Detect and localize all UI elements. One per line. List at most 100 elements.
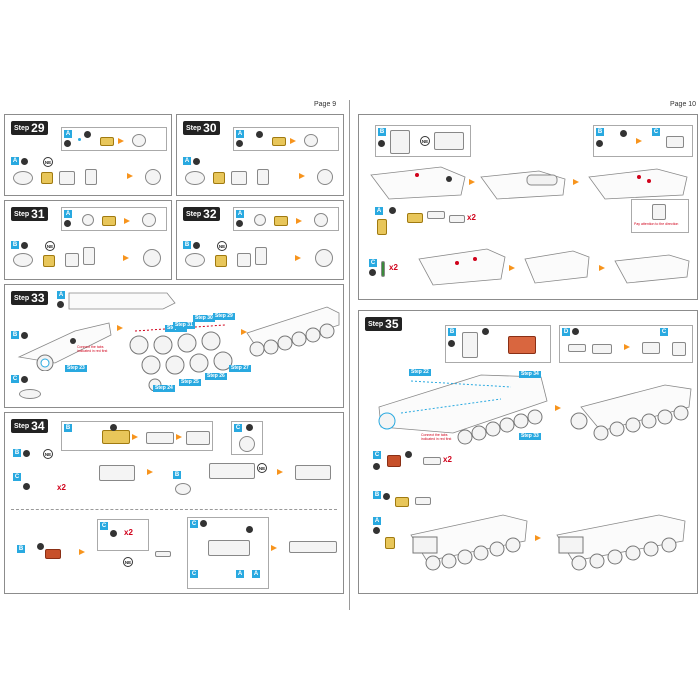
label-d: D	[562, 328, 570, 336]
part-icon	[21, 158, 28, 165]
tube-assembly	[99, 465, 135, 481]
step-34-subassembly-c: C	[231, 421, 263, 455]
tube-part	[146, 432, 174, 444]
red-part	[387, 455, 401, 467]
hull-assembly-exploded	[378, 374, 548, 445]
arrow-icon	[241, 329, 247, 335]
ne-marker: NE	[43, 449, 53, 459]
hull-rear-drawing	[370, 166, 466, 200]
hull-complete-wheels	[570, 384, 692, 441]
label-b: B	[11, 241, 19, 249]
hull-rear-step2	[480, 170, 566, 200]
arrow-icon	[555, 405, 561, 411]
arrow-icon	[127, 173, 133, 179]
page-number-left: Page 9	[314, 101, 337, 108]
wheel-assembly	[315, 249, 333, 267]
arrow-icon	[624, 344, 630, 350]
plate-part	[462, 332, 478, 358]
hull-step-c	[614, 254, 690, 284]
step-34-subassembly-c2: C x2	[97, 519, 149, 551]
label-b: B	[13, 449, 21, 457]
assembled-part	[142, 213, 156, 227]
label-a: A	[236, 130, 244, 138]
arrow-icon	[296, 218, 302, 224]
arrow-icon	[509, 265, 515, 271]
hook-part	[652, 204, 666, 220]
chain-part	[568, 344, 586, 352]
label-c: C	[13, 473, 21, 481]
connector-dot	[78, 138, 81, 141]
tube-assembly	[209, 463, 255, 479]
step-ref: Step 23	[65, 365, 87, 372]
hull-detail-drawing	[418, 248, 506, 286]
subassembly-b-right: B C	[593, 125, 693, 157]
pin-part	[427, 211, 445, 219]
arrow-icon	[117, 325, 123, 331]
part-icon	[23, 450, 30, 457]
sprocket-part	[672, 342, 686, 356]
wheel-part	[237, 253, 251, 267]
arrow-icon	[636, 138, 642, 144]
wheel-part	[231, 171, 247, 185]
label-b: B	[378, 128, 386, 136]
quantity-x2: x2	[443, 455, 452, 464]
roller-part	[13, 253, 33, 267]
label-a: A	[236, 570, 244, 578]
gold-part	[274, 216, 288, 226]
arrow-icon	[295, 255, 301, 261]
label-b: B	[173, 471, 181, 479]
pin-part	[423, 457, 441, 465]
part-icon	[84, 131, 91, 138]
part-icon	[378, 140, 385, 147]
part-icon	[620, 130, 627, 137]
red-tab-note: Connect the tabs indicated in red first	[77, 345, 108, 353]
arrow-icon	[299, 173, 305, 179]
step-ref: Step 26	[205, 373, 227, 380]
part-icon	[37, 543, 44, 550]
label-a: A	[57, 291, 65, 299]
assembled-part	[132, 134, 146, 147]
hull-final-exploded	[410, 514, 528, 571]
hull-assembly-drawing	[17, 322, 112, 371]
arrow-icon	[79, 549, 85, 555]
part-icon	[200, 520, 207, 527]
label-a: A	[183, 157, 191, 165]
wheel-assembly	[143, 249, 161, 267]
part-icon	[482, 328, 489, 335]
chain-part	[592, 344, 612, 354]
label-a: A	[373, 517, 381, 525]
chain-part	[642, 342, 660, 354]
arrow-icon	[535, 535, 541, 541]
direction-callout: Pay attention to the direction	[631, 199, 689, 233]
part-icon	[369, 269, 376, 276]
ne-marker: NE	[257, 463, 267, 473]
step-35-subassembly-b: B	[445, 325, 551, 363]
ring-part	[19, 389, 41, 399]
wheel-part	[85, 169, 97, 185]
gold-part	[213, 172, 225, 184]
wheel-part	[65, 253, 79, 267]
red-part	[45, 549, 61, 559]
plate-part	[390, 130, 410, 154]
pin-part	[449, 215, 465, 223]
label-a: A	[64, 210, 72, 218]
bent-plate	[434, 132, 464, 150]
gold-part	[215, 255, 227, 267]
part-icon	[383, 493, 390, 500]
bracket-result	[289, 541, 337, 553]
roller-part	[13, 171, 33, 185]
ne-marker: NE	[217, 241, 227, 251]
arrow-icon	[176, 434, 182, 440]
part-icon	[57, 301, 64, 308]
assembled-part	[304, 134, 318, 147]
step-ref: Step 34	[519, 371, 541, 378]
roller-part	[185, 253, 205, 267]
gold-part	[377, 219, 387, 235]
